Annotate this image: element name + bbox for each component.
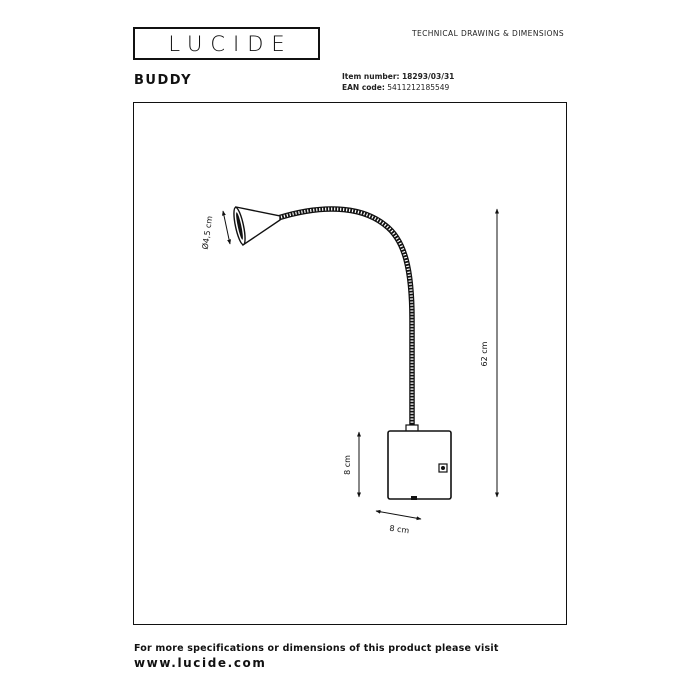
brand-logo-text: LUCIDE [168, 31, 293, 56]
lamp-head [233, 206, 281, 247]
brand-logo: LUCIDE [133, 27, 320, 60]
head-diameter-dimension: Ø4,5 cm [200, 210, 232, 250]
product-name: BUDDY [134, 73, 193, 88]
head-diameter-label: Ø4,5 cm [200, 215, 215, 250]
gooseneck-arm [277, 206, 415, 430]
base-height-dimension: 8 cm [343, 431, 361, 498]
total-height-dimension: 62 cm [480, 208, 499, 498]
ean-code-value: 5411212185549 [387, 83, 450, 92]
drawing-frame [133, 102, 567, 625]
item-number-row: Item number: 18293/03/31 [342, 72, 454, 81]
total-height-label: 62 cm [480, 341, 489, 366]
document-type: TECHNICAL DRAWING & DIMENSIONS [412, 29, 565, 38]
ean-code-label: EAN code: [342, 83, 385, 92]
base-width-label: 8 cm [389, 524, 410, 536]
footer-note: For more specifications or dimensions of… [134, 643, 499, 654]
item-number-value: 18293/03/31 [401, 72, 455, 81]
cable-outlet [411, 496, 417, 500]
item-number-label: Item number: [342, 72, 400, 81]
base-width-dimension: 8 cm [375, 509, 422, 536]
website-link[interactable]: www.lucide.com [134, 656, 267, 670]
base-height-label: 8 cm [343, 455, 352, 475]
ean-code-row: EAN code: 5411212185549 [342, 83, 449, 92]
wall-base [387, 430, 452, 500]
